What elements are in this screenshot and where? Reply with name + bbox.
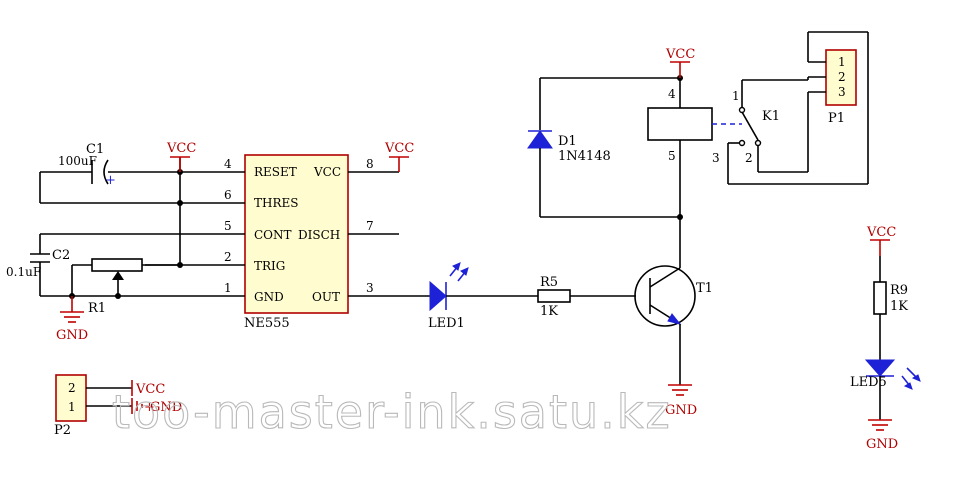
- vcc-label: VCC: [665, 47, 695, 62]
- p2-polarity: +: [144, 400, 155, 415]
- p2-ref: P2: [54, 423, 71, 438]
- r9-ref: R9: [890, 283, 908, 298]
- ic-pin-label-cont: CONT: [254, 228, 292, 242]
- led1-ref: LED1: [428, 316, 465, 331]
- ic-pin-number-4: 4: [224, 157, 232, 171]
- p1-pin-2: 2: [838, 70, 846, 84]
- led5-ref: LED5: [850, 375, 887, 390]
- vcc-symbol-reset: VCC: [166, 141, 196, 172]
- r5-ref: R5: [540, 275, 558, 290]
- ic-pin-label-gnd: GND: [254, 290, 284, 304]
- ic-pin-label-vcc: VCC: [313, 165, 341, 179]
- vcc-symbol-relay: VCC: [665, 47, 695, 78]
- ne555-ic: RESET VCC THRES CONT DISCH TRIG GND OUT …: [224, 154, 374, 331]
- vcc-symbol-pin8: VCC: [348, 141, 414, 173]
- ic-pin-number-3: 3: [366, 281, 374, 295]
- k1-ref: K1: [762, 109, 780, 124]
- p1-ref: P1: [828, 111, 845, 126]
- r9-resistor: R9 1K: [873, 256, 908, 360]
- vcc-label: VCC: [135, 382, 165, 397]
- gnd-label: GND: [665, 403, 697, 418]
- led1: LED1: [348, 262, 538, 331]
- vcc-label: VCC: [866, 225, 896, 240]
- k1-pin-4: 4: [668, 87, 676, 101]
- gnd-label: GND: [866, 437, 898, 452]
- p1-connector: 1 2 3 P1: [728, 31, 869, 185]
- k1-pin-5: 5: [668, 149, 676, 163]
- vcc-label: VCC: [166, 141, 196, 156]
- watermark: too-master-ink.satu.kz: [112, 385, 672, 439]
- r5-resistor: R5 1K: [537, 275, 636, 319]
- ic-pin-label-thres: THRES: [254, 196, 298, 210]
- vcc-label: VCC: [384, 141, 414, 156]
- p1-pin-1: 1: [838, 55, 846, 69]
- ic-left-wires: [40, 157, 245, 297]
- ic-pin-number-1: 1: [224, 281, 232, 295]
- ic-pin-number-7: 7: [366, 219, 374, 233]
- ic-pin-number-8: 8: [366, 157, 374, 171]
- gnd-label: GND: [150, 400, 182, 415]
- led5: LED5: [850, 359, 921, 420]
- ic-body: [244, 154, 349, 314]
- d1-ref: D1: [558, 134, 577, 149]
- c1-polarity: +: [105, 173, 116, 188]
- gnd-label: GND: [56, 328, 88, 343]
- k1-pin-1: 1: [732, 89, 740, 103]
- ic-pin-number-5: 5: [224, 219, 232, 233]
- t1-transistor: T1: [634, 214, 713, 385]
- ic-pin-label-reset: RESET: [254, 165, 297, 179]
- p2-pin-1: 1: [68, 400, 76, 414]
- vcc-symbol-r9: VCC: [866, 225, 896, 256]
- p1-pin-3: 3: [838, 85, 846, 99]
- gnd-symbol-led5: GND: [866, 419, 898, 452]
- t1-ref: T1: [696, 281, 713, 296]
- c2-ref: C2: [52, 248, 70, 263]
- c1-capacitor: C1 100uF +: [39, 142, 180, 204]
- c1-ref: C1: [86, 142, 104, 157]
- d1-value: 1N4148: [558, 149, 611, 164]
- gnd-symbol-t1: GND: [665, 384, 697, 418]
- r9-value: 1K: [890, 299, 908, 314]
- d1-diode: D1 1N4148: [527, 75, 683, 220]
- k1-pin-2: 2: [745, 151, 753, 165]
- ic-pin-label-out: OUT: [312, 290, 340, 304]
- c1-value: 100uF: [58, 154, 97, 168]
- p2-pin-2: 2: [68, 381, 76, 395]
- ic-pin-label-disch: DISCH: [298, 228, 340, 242]
- r5-value: 1K: [540, 304, 558, 319]
- gnd-symbol-r1: GND: [56, 296, 88, 343]
- ic-pin-number-6: 6: [224, 188, 232, 202]
- ic-ref: NE555: [244, 316, 290, 331]
- k1-pin-3: 3: [712, 151, 720, 165]
- ic-pin-label-trig: TRIG: [254, 259, 285, 273]
- r1-potentiometer: R1: [69, 258, 180, 316]
- c2-value: 0.1uF: [6, 265, 41, 279]
- ic-pin-number-2: 2: [224, 250, 232, 264]
- p2-connector: 2 1 P2 VCC + GND: [54, 374, 182, 438]
- r1-ref: R1: [88, 301, 106, 316]
- k1-relay: 4 5 1 3 2 K1: [647, 78, 808, 217]
- c2-capacitor: C2 0.1uF: [6, 234, 70, 296]
